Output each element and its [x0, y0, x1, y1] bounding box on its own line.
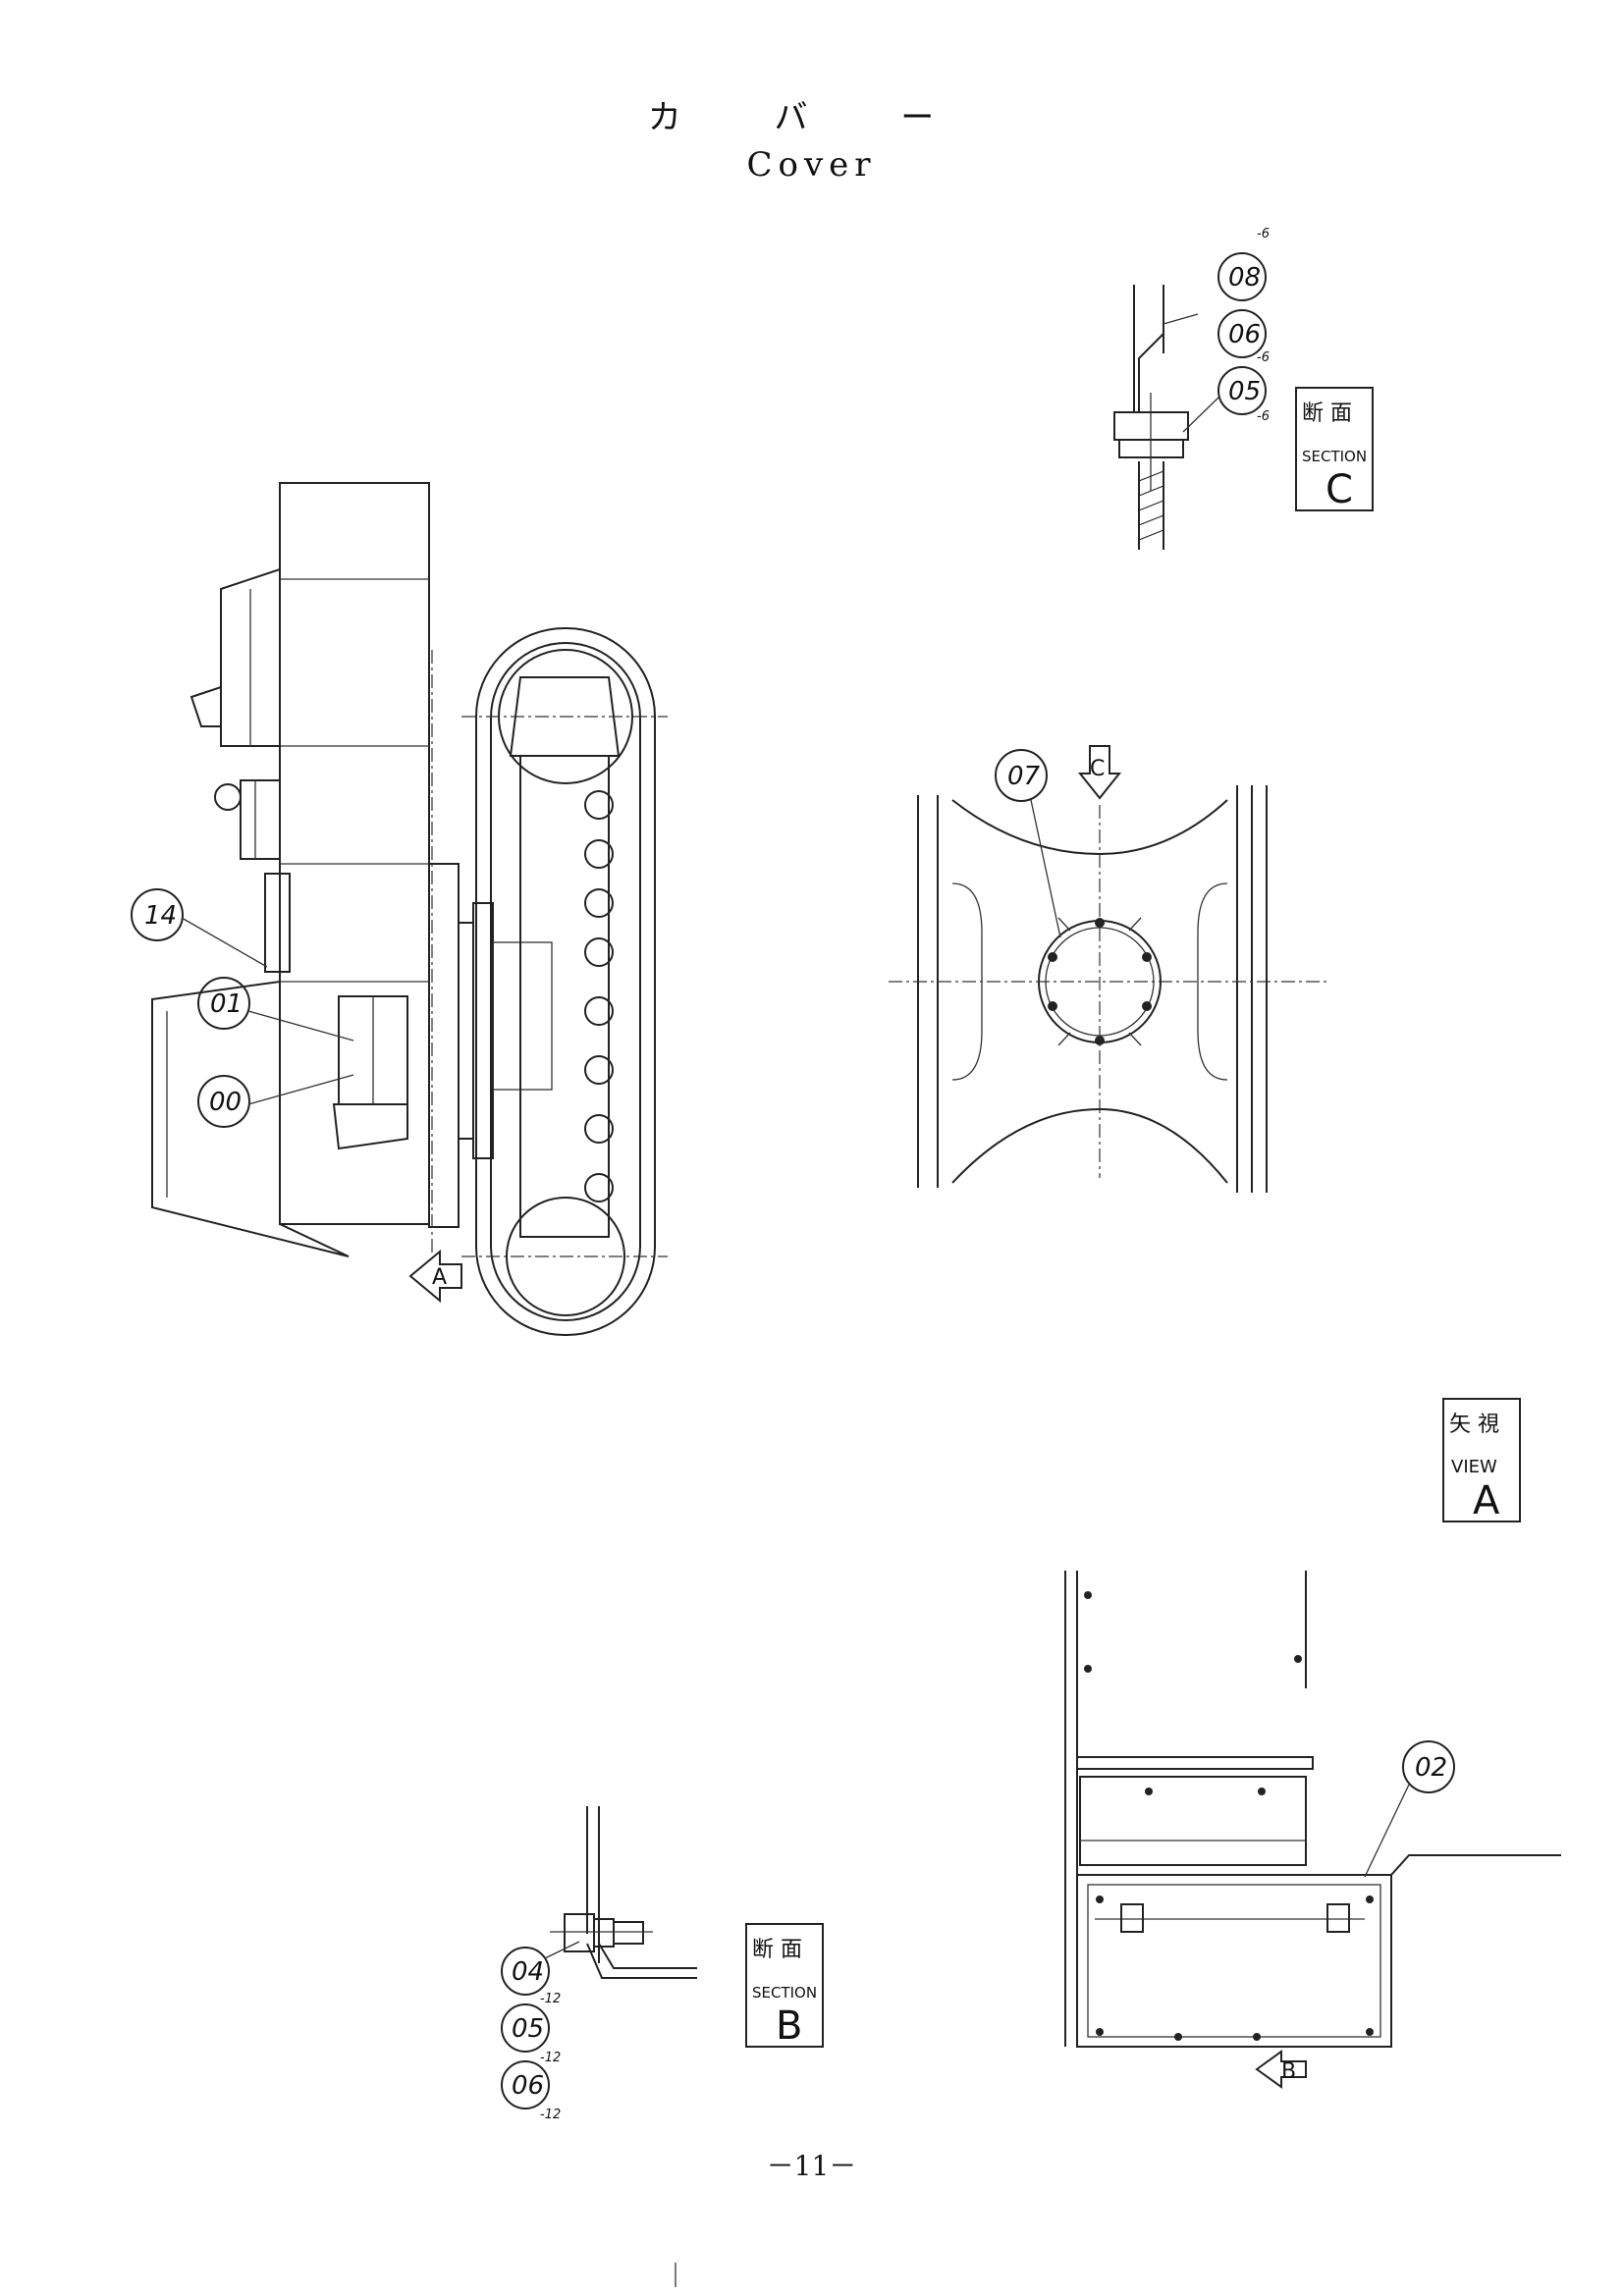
callout-05-b-label: 05	[512, 2014, 544, 2044]
callout-05-b: 05 -12	[501, 2003, 561, 2065]
qty-05-b: -12	[540, 2051, 561, 2065]
callout-04-b: 04 -12	[501, 1941, 580, 2006]
callout-14-label: 14	[144, 901, 177, 931]
callout-06-b: 06 -12	[501, 2060, 561, 2122]
callout-06-c-label: 06	[1228, 320, 1261, 349]
title-english: Cover	[746, 145, 877, 185]
callout-01: 01	[197, 977, 354, 1041]
qty-04-b: -12	[540, 1992, 561, 2006]
view-a-letter: A	[1473, 1478, 1500, 1523]
arrow-c-label: C	[1090, 757, 1105, 781]
callout-02: 02	[1364, 1740, 1455, 1878]
callout-00-label: 00	[209, 1088, 242, 1117]
section-b-detail	[550, 1806, 697, 1979]
section-b-label: 断 面 SECTION B	[745, 1923, 824, 2049]
section-b-letter: B	[776, 2003, 802, 2049]
view-a-jp: 矢 視	[1449, 1413, 1499, 1437]
callout-07: 07	[995, 749, 1061, 938]
machine-side-view	[151, 482, 668, 1336]
callout-08-c-label: 08	[1228, 263, 1261, 293]
callout-05-c-label: 05	[1228, 377, 1261, 406]
frame-top-view	[889, 785, 1330, 1193]
section-c-en: SECTION	[1302, 448, 1367, 465]
qty-06-c: -6	[1257, 350, 1270, 365]
callout-02-label: 02	[1415, 1753, 1447, 1783]
arrow-b-label: B	[1281, 2059, 1296, 2084]
callout-01-label: 01	[210, 989, 243, 1019]
view-arrow-c: C	[1077, 745, 1122, 800]
qty-06-b: -12	[540, 2108, 561, 2122]
view-arrow-b: B	[1255, 2050, 1307, 2089]
callout-07-label: 07	[1007, 762, 1041, 791]
section-c-label: 断 面 SECTION C	[1295, 387, 1374, 512]
title-japanese: カ バ ー	[647, 98, 976, 137]
view-a-en: VIEW	[1451, 1457, 1497, 1477]
callout-05-c: 05 -6	[1182, 366, 1270, 433]
callout-14: 14	[131, 888, 268, 968]
view-arrow-a: A	[408, 1249, 462, 1304]
section-c-letter: C	[1325, 467, 1353, 512]
page-number: －11－	[766, 2150, 857, 2182]
callout-04-b-label: 04	[512, 1957, 544, 1987]
callout-06-c: 06 -6	[1217, 309, 1270, 365]
arrow-a-label: A	[432, 1265, 447, 1290]
section-c-detail	[1113, 285, 1199, 550]
view-a-detail	[1064, 1571, 1561, 2048]
qty-05-c: -6	[1257, 409, 1270, 424]
callout-06-b-label: 06	[512, 2071, 544, 2101]
section-b-jp: 断 面	[752, 1938, 802, 1962]
section-c-jp: 断 面	[1302, 401, 1352, 426]
callout-08-c: 08 -6	[1217, 227, 1270, 301]
view-a-label: 矢 視 VIEW A	[1442, 1398, 1521, 1523]
callout-00: 00	[197, 1074, 354, 1128]
qty-08-c: -6	[1257, 227, 1270, 241]
section-b-en: SECTION	[752, 1984, 817, 2002]
